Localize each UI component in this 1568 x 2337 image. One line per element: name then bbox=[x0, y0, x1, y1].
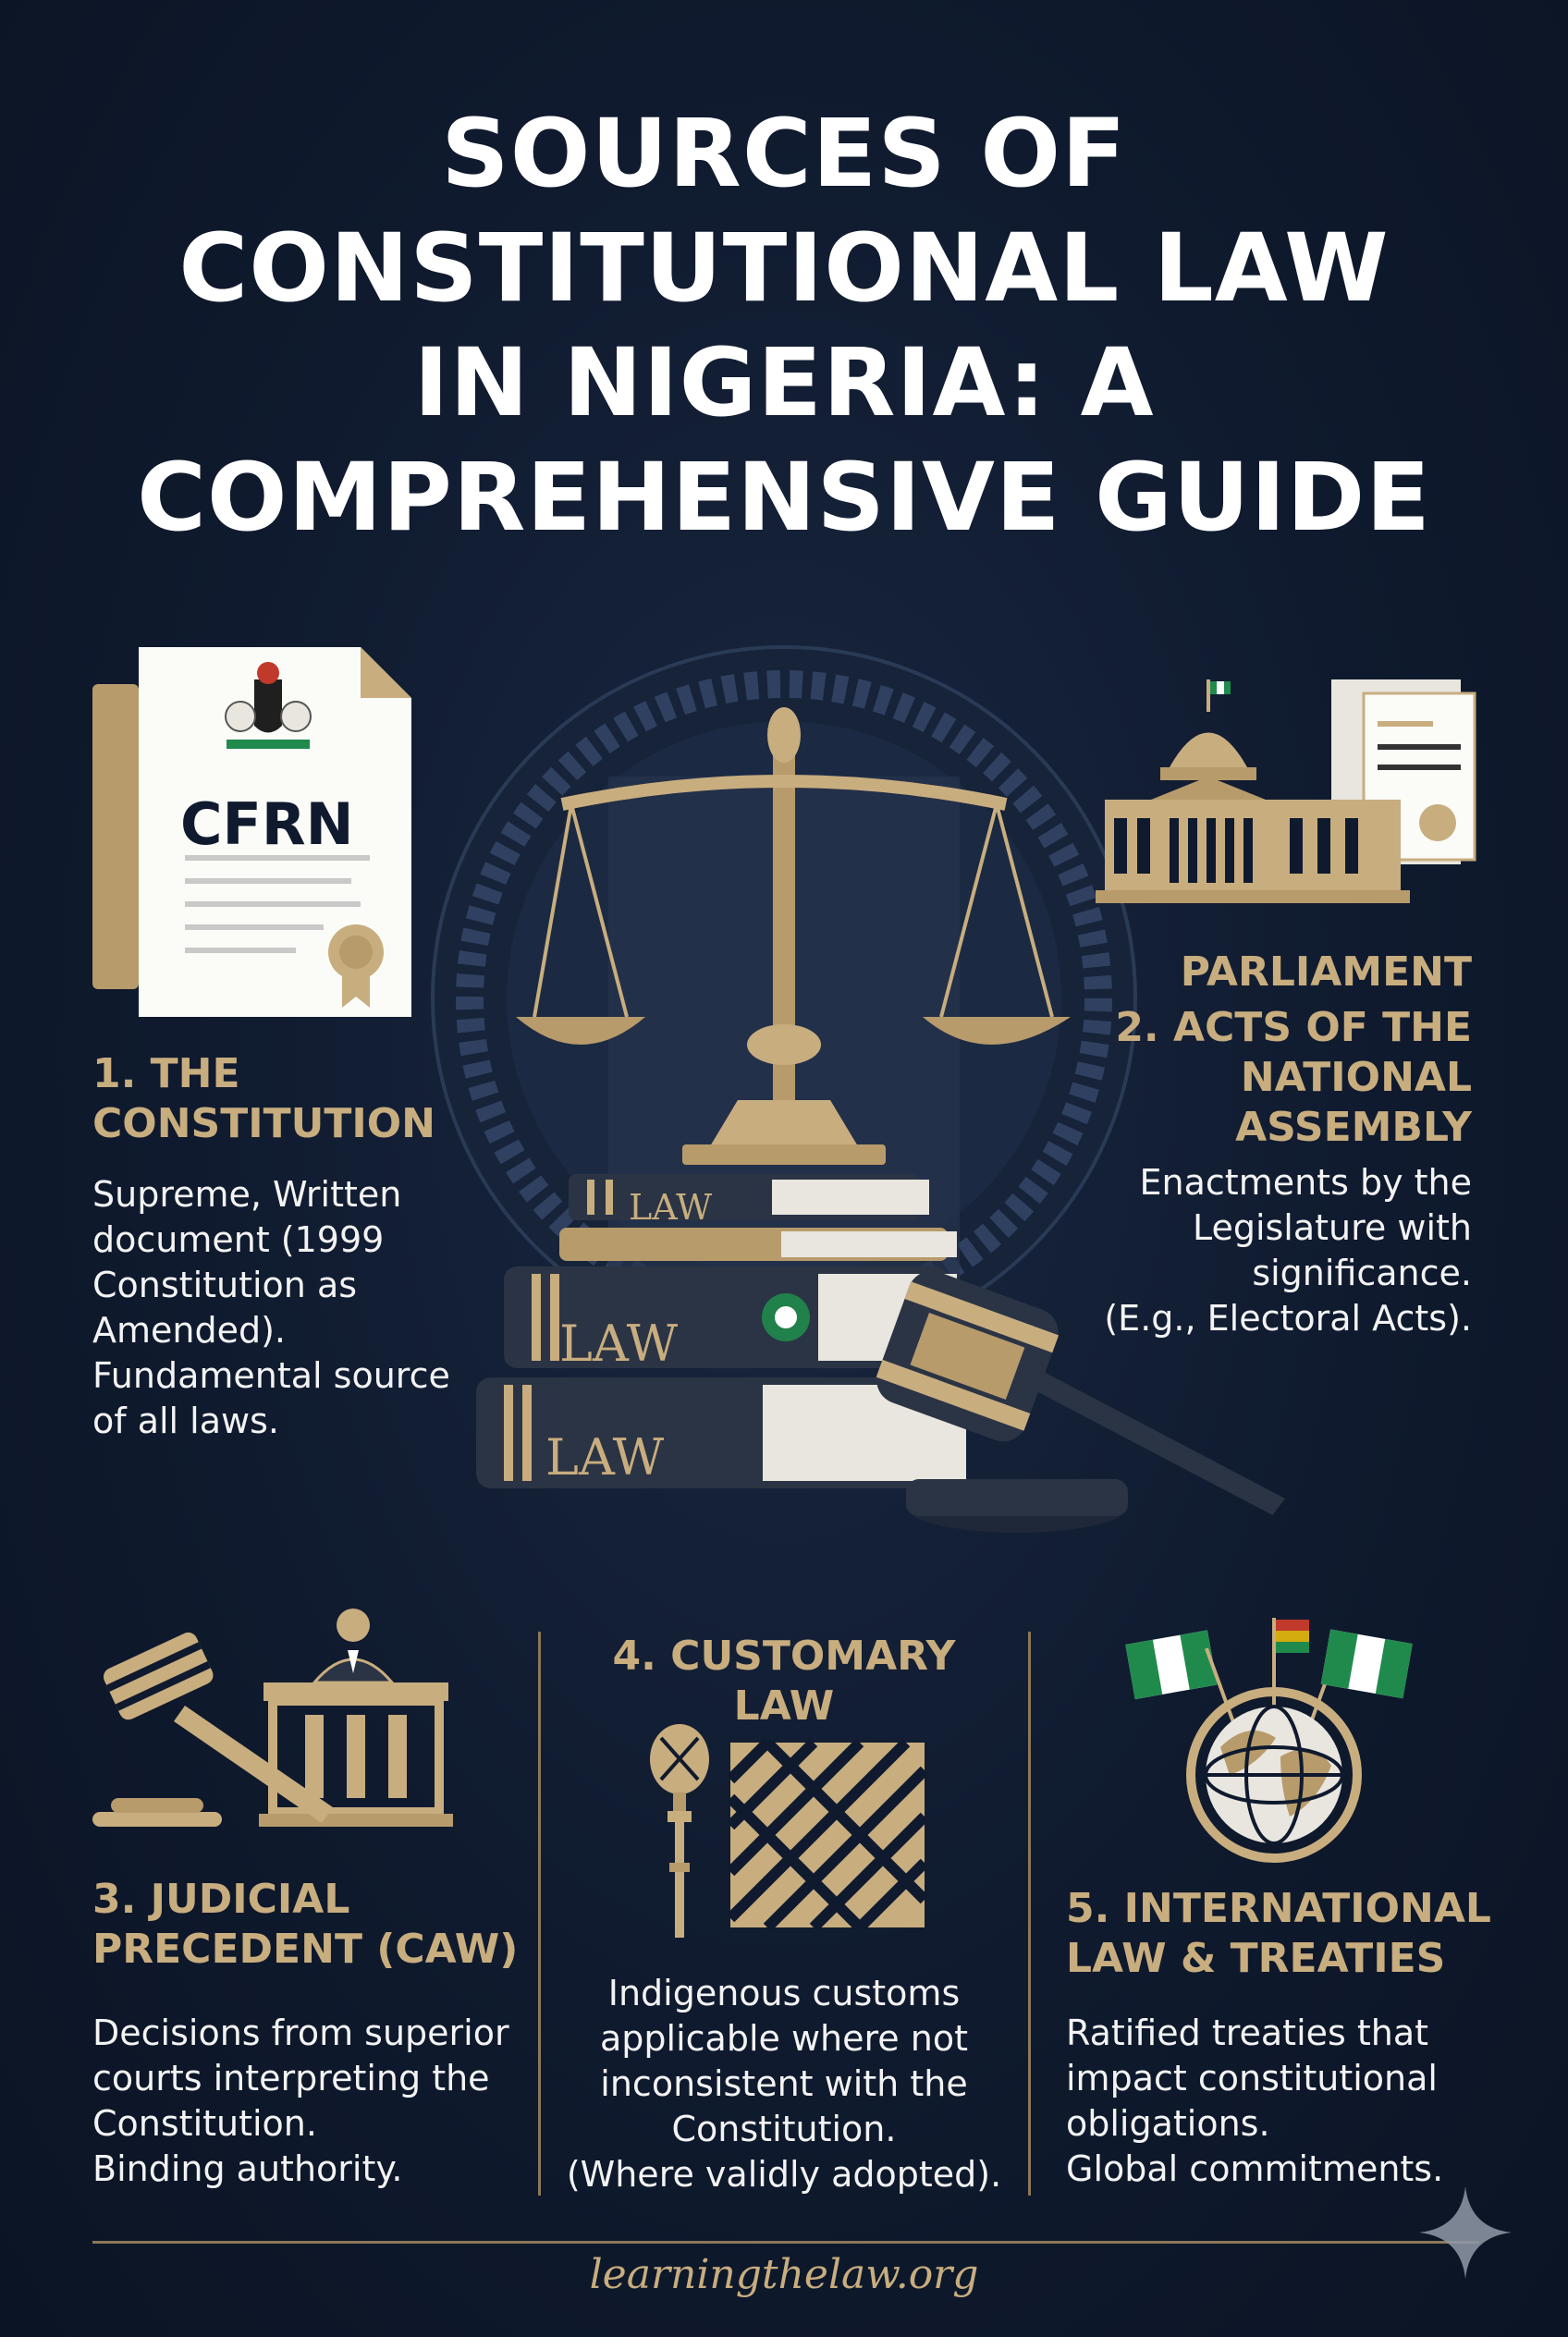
constitution-title: 1. THE CONSTITUTION bbox=[92, 1050, 435, 1147]
staff-and-woven-pattern-icon bbox=[650, 1724, 929, 1938]
parliament-building-icon bbox=[1096, 679, 1476, 903]
international-description: Ratified treaties that impact constituti… bbox=[1066, 2013, 1444, 2189]
international-title: 5. INTERNATIONAL LAW & TREATIES bbox=[1066, 1885, 1491, 1982]
scales-of-justice-icon bbox=[516, 707, 1071, 1165]
footer-divider bbox=[92, 2241, 1479, 2244]
constitution-description: Supreme, Written document (1999 Constitu… bbox=[92, 1174, 450, 1441]
acts-title: 2. ACTS OF THE NATIONAL ASSEMBLY bbox=[1115, 1004, 1472, 1151]
courtroom-gavel-icon bbox=[92, 1609, 453, 1827]
book-spine-label-top: LAW bbox=[629, 1187, 713, 1228]
book-spine-label-bottom: LAW bbox=[545, 1428, 665, 1487]
law-books-stack-icon bbox=[476, 1174, 966, 1488]
acts-description: Enactments by the Legislature with signi… bbox=[1104, 1162, 1472, 1339]
column-divider-left bbox=[538, 1632, 541, 2196]
column-divider-right bbox=[1028, 1632, 1031, 2196]
judicial-title: 3. JUDICIAL PRECEDENT (CAW) bbox=[92, 1876, 519, 1973]
customary-title: 4. CUSTOMARY LAW bbox=[612, 1633, 956, 1730]
constitution-document-label: CFRN bbox=[180, 790, 354, 858]
sparkle-icon bbox=[1419, 2186, 1512, 2279]
customary-description: Indigenous customs applicable where not … bbox=[566, 1973, 1002, 2195]
gavel-icon bbox=[876, 1270, 1285, 1533]
acts-kicker: PARLIAMENT bbox=[1180, 948, 1472, 996]
book-spine-label-middle: LAW bbox=[559, 1315, 679, 1373]
page-title: SOURCES OF CONSTITUTIONAL LAW IN NIGERIA… bbox=[137, 99, 1431, 553]
globe-with-flags-icon bbox=[1125, 1618, 1413, 1863]
footer-website[interactable]: learningthelaw.org bbox=[589, 2251, 979, 2298]
judicial-description: Decisions from superior courts interpret… bbox=[92, 2013, 509, 2189]
constitution-document-icon bbox=[92, 647, 411, 1017]
